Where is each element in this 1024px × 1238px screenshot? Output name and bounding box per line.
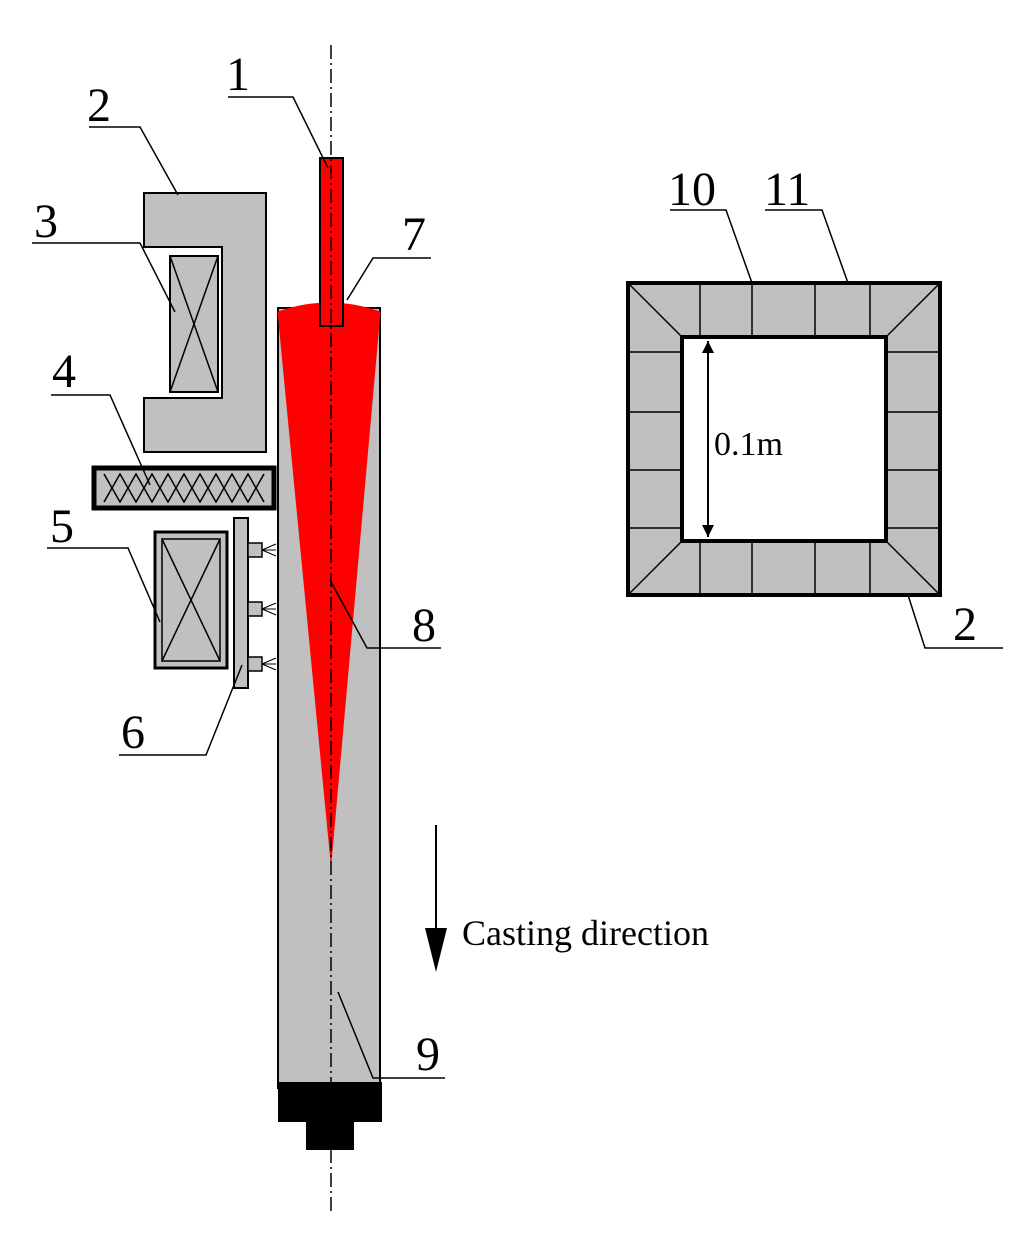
label-2-right: 2 xyxy=(953,598,977,651)
nozzle-3 xyxy=(247,656,263,672)
leader-lines-left xyxy=(32,96,445,1079)
mold-body xyxy=(143,192,267,453)
casting-direction-label: Casting direction xyxy=(462,913,709,953)
dimension-label: 0.1m xyxy=(714,426,783,463)
nozzle-1 xyxy=(247,542,263,558)
dummy-bar-top xyxy=(278,1082,382,1122)
nozzle-2 xyxy=(247,601,263,617)
label-11: 11 xyxy=(764,163,810,216)
dummy-bar-bottom xyxy=(306,1120,354,1150)
leader-lines-right xyxy=(670,209,1003,649)
label-8: 8 xyxy=(412,599,436,652)
horizontal-plate xyxy=(91,465,277,511)
lower-coil xyxy=(153,530,229,670)
label-4: 4 xyxy=(52,345,76,398)
label-9: 9 xyxy=(416,1028,440,1081)
spray-plate xyxy=(233,517,277,689)
label-7: 7 xyxy=(402,208,426,261)
upper-coil xyxy=(169,255,219,393)
label-5: 5 xyxy=(50,500,74,553)
mold-cross-section xyxy=(626,281,942,597)
label-10: 10 xyxy=(668,163,716,216)
label-1: 1 xyxy=(226,48,250,101)
label-3: 3 xyxy=(34,195,58,248)
label-2-left: 2 xyxy=(87,79,111,132)
label-6: 6 xyxy=(121,706,145,759)
casting-direction-arrow xyxy=(425,825,447,972)
